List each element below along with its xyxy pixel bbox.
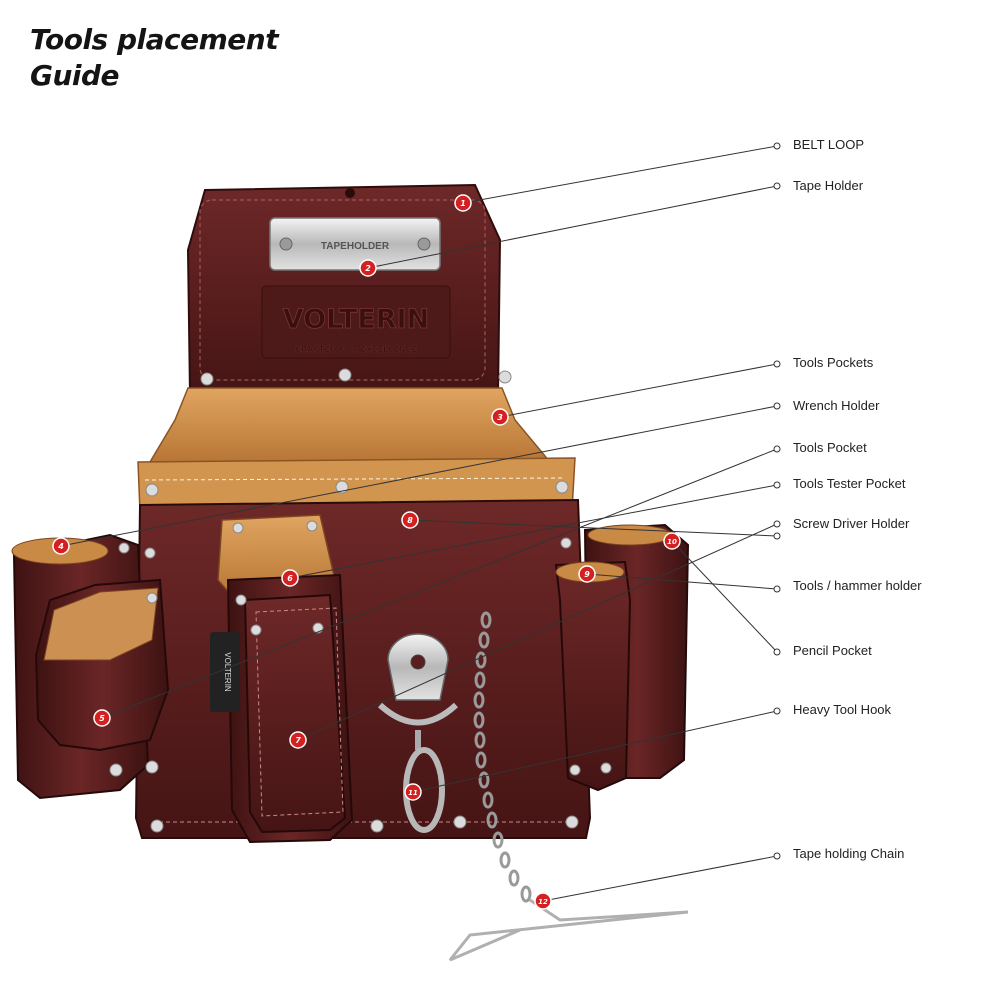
left-rivets (109, 542, 159, 777)
tape-chain (473, 611, 532, 903)
callout-marker-circle (52, 537, 70, 555)
callout-marker-number: 2 (365, 264, 371, 273)
callout-marker: 2 (359, 259, 377, 277)
callout-leader-line (412, 710, 778, 793)
callout-leader-line (409, 519, 778, 537)
callout-marker-number: 3 (497, 413, 503, 422)
callout-marker-circle (578, 565, 596, 583)
callout-label: Tools Pockets (793, 355, 874, 370)
callout-label: Heavy Tool Hook (793, 702, 892, 717)
callout-end-dot (773, 648, 781, 656)
callout-label: Tools / hammer holder (793, 578, 922, 593)
callout-marker: 8 (401, 511, 419, 529)
callout-marker-circle (359, 259, 377, 277)
panel-rivets (200, 368, 512, 386)
callout-marker-number: 12 (538, 898, 548, 906)
callout-marker: 1 (454, 194, 472, 212)
callout-label: Screw Driver Holder (793, 516, 910, 531)
brand-logo-text: VOLTERIN (283, 304, 429, 335)
callout-marker-circle (281, 569, 299, 587)
callout-label: Wrench Holder (793, 398, 880, 413)
callout-marker: 5 (93, 709, 111, 727)
callout-leader-line (101, 448, 778, 719)
callout-leader-line (367, 185, 778, 269)
callout-marker-circle (404, 783, 422, 801)
callout-end-dot (773, 707, 781, 715)
callout-end-dot (773, 852, 781, 860)
callout-leaders (60, 142, 781, 902)
title-line-1: Tools placement (30, 23, 279, 56)
callout-marker: 4 (52, 537, 70, 555)
hammer-holder (554, 560, 632, 792)
callout-marker: 10 (663, 532, 681, 550)
callout-marker-number: 11 (408, 789, 418, 797)
callout-marker-circle (401, 511, 419, 529)
tape-chain-hook (448, 898, 689, 962)
brand-emboss (261, 285, 451, 359)
side-tag (210, 632, 240, 712)
callout-marker-number: 8 (407, 516, 413, 525)
callout-end-dot (773, 142, 781, 150)
tan-pocket-back (148, 387, 552, 463)
callout-label: Tape holding Chain (793, 846, 905, 861)
callout-end-dot (773, 532, 781, 540)
callout-marker: 12 (534, 892, 552, 910)
callout-marker-number: 5 (99, 714, 105, 723)
center-rivets (232, 520, 324, 636)
callout-leader-line (289, 484, 778, 579)
side-tag-text: VOLTERIN (223, 652, 232, 692)
callout-leader-line (499, 363, 778, 418)
callout-marker: 7 (289, 731, 307, 749)
callout-marker: 11 (404, 783, 422, 801)
callout-marker: 6 (281, 569, 299, 587)
callout-marker-circle (454, 194, 472, 212)
right-rivets (560, 537, 612, 776)
brand-tagline: CRAFTED FOR EXCELLENCE (295, 345, 417, 354)
callout-marker: 9 (578, 565, 596, 583)
callout-marker-number: 7 (295, 736, 301, 745)
title-line-2: Guide (30, 59, 120, 92)
callout-leader-line (671, 540, 778, 653)
callout-leader-line (586, 573, 778, 590)
callout-marker-circle (93, 709, 111, 727)
tape-holder-clip: TAPEHOLDER (269, 217, 441, 271)
callout-end-dot (773, 520, 781, 528)
tape-clip-text: TAPEHOLDER (321, 241, 390, 252)
callout-label: Pencil Pocket (793, 643, 872, 658)
callout-marker-number: 4 (57, 542, 64, 551)
tool-pouch-illustration: TAPEHOLDER VOLTERIN CRAFTED FOR EXCELLEN… (11, 183, 690, 962)
callout-leader-line (542, 855, 778, 902)
callout-marker: 3 (491, 408, 509, 426)
rim-rivets (145, 480, 569, 497)
callout-marker-circle (663, 532, 681, 550)
callout-leader-line (297, 523, 778, 741)
callout-marker-number: 6 (287, 574, 293, 583)
left-front-cup-lining (43, 587, 159, 661)
callout-label: Tools Pocket (793, 440, 867, 455)
callout-leader-line (462, 145, 778, 204)
callout-marker-circle (534, 892, 552, 910)
belt-loop-hole (345, 188, 355, 198)
rim-stitch (144, 477, 566, 481)
callout-marker-circle (289, 731, 307, 749)
callout-label: Tools Tester Pocket (793, 476, 906, 491)
callout-end-dot (773, 481, 781, 489)
callout-end-dot (773, 402, 781, 410)
callout-leader-line (60, 405, 778, 547)
callout-marker-number: 9 (584, 570, 590, 579)
callout-end-dot (773, 585, 781, 593)
callout-end-dot (773, 360, 781, 368)
callout-label: BELT LOOP (793, 137, 865, 152)
page-title: Tools placement Guide (30, 22, 279, 94)
callout-marker-number: 10 (667, 538, 677, 546)
callout-end-dot (773, 182, 781, 190)
callout-marker-circle (491, 408, 509, 426)
callout-marker-number: 1 (460, 199, 466, 208)
callout-end-dot (773, 445, 781, 453)
callout-label: Tape Holder (793, 178, 864, 193)
screwdriver-holder (243, 593, 347, 834)
